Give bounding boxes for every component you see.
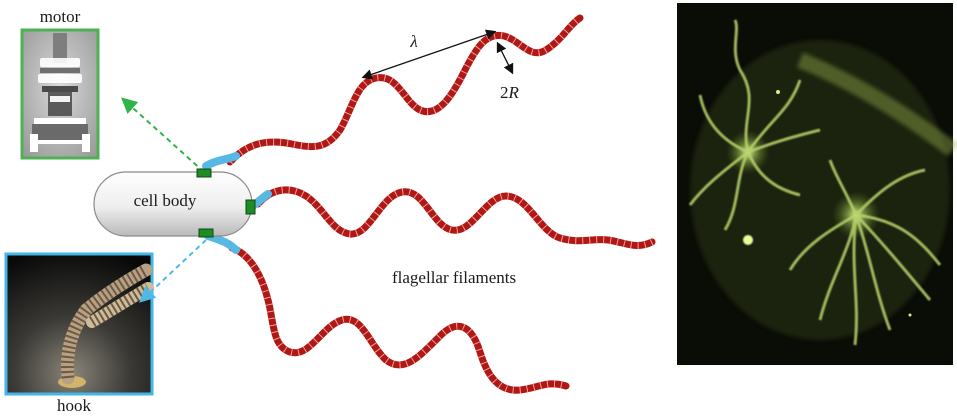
motor-marker-bottom (199, 229, 213, 237)
motor-image (22, 30, 98, 158)
hook-image (6, 254, 152, 394)
filament-top (230, 18, 580, 162)
cell-body-label: cell body (134, 191, 197, 210)
diameter-arrow (498, 44, 512, 72)
motor-marker-middle (246, 200, 255, 214)
flagellar-filaments-label: flagellar filaments (392, 268, 516, 287)
wavelength-label: λ (409, 32, 417, 51)
motor-label: motor (40, 7, 81, 26)
filament-middle (258, 190, 652, 246)
fluorescence-micrograph (677, 3, 953, 365)
flagellar-filaments (230, 18, 652, 390)
hook-segment-bottom (208, 236, 236, 250)
hook-label: hook (57, 396, 92, 415)
motor-callout-arrow (124, 100, 204, 172)
diameter-label: 2R (500, 83, 520, 102)
motor-marker-top (197, 169, 211, 177)
